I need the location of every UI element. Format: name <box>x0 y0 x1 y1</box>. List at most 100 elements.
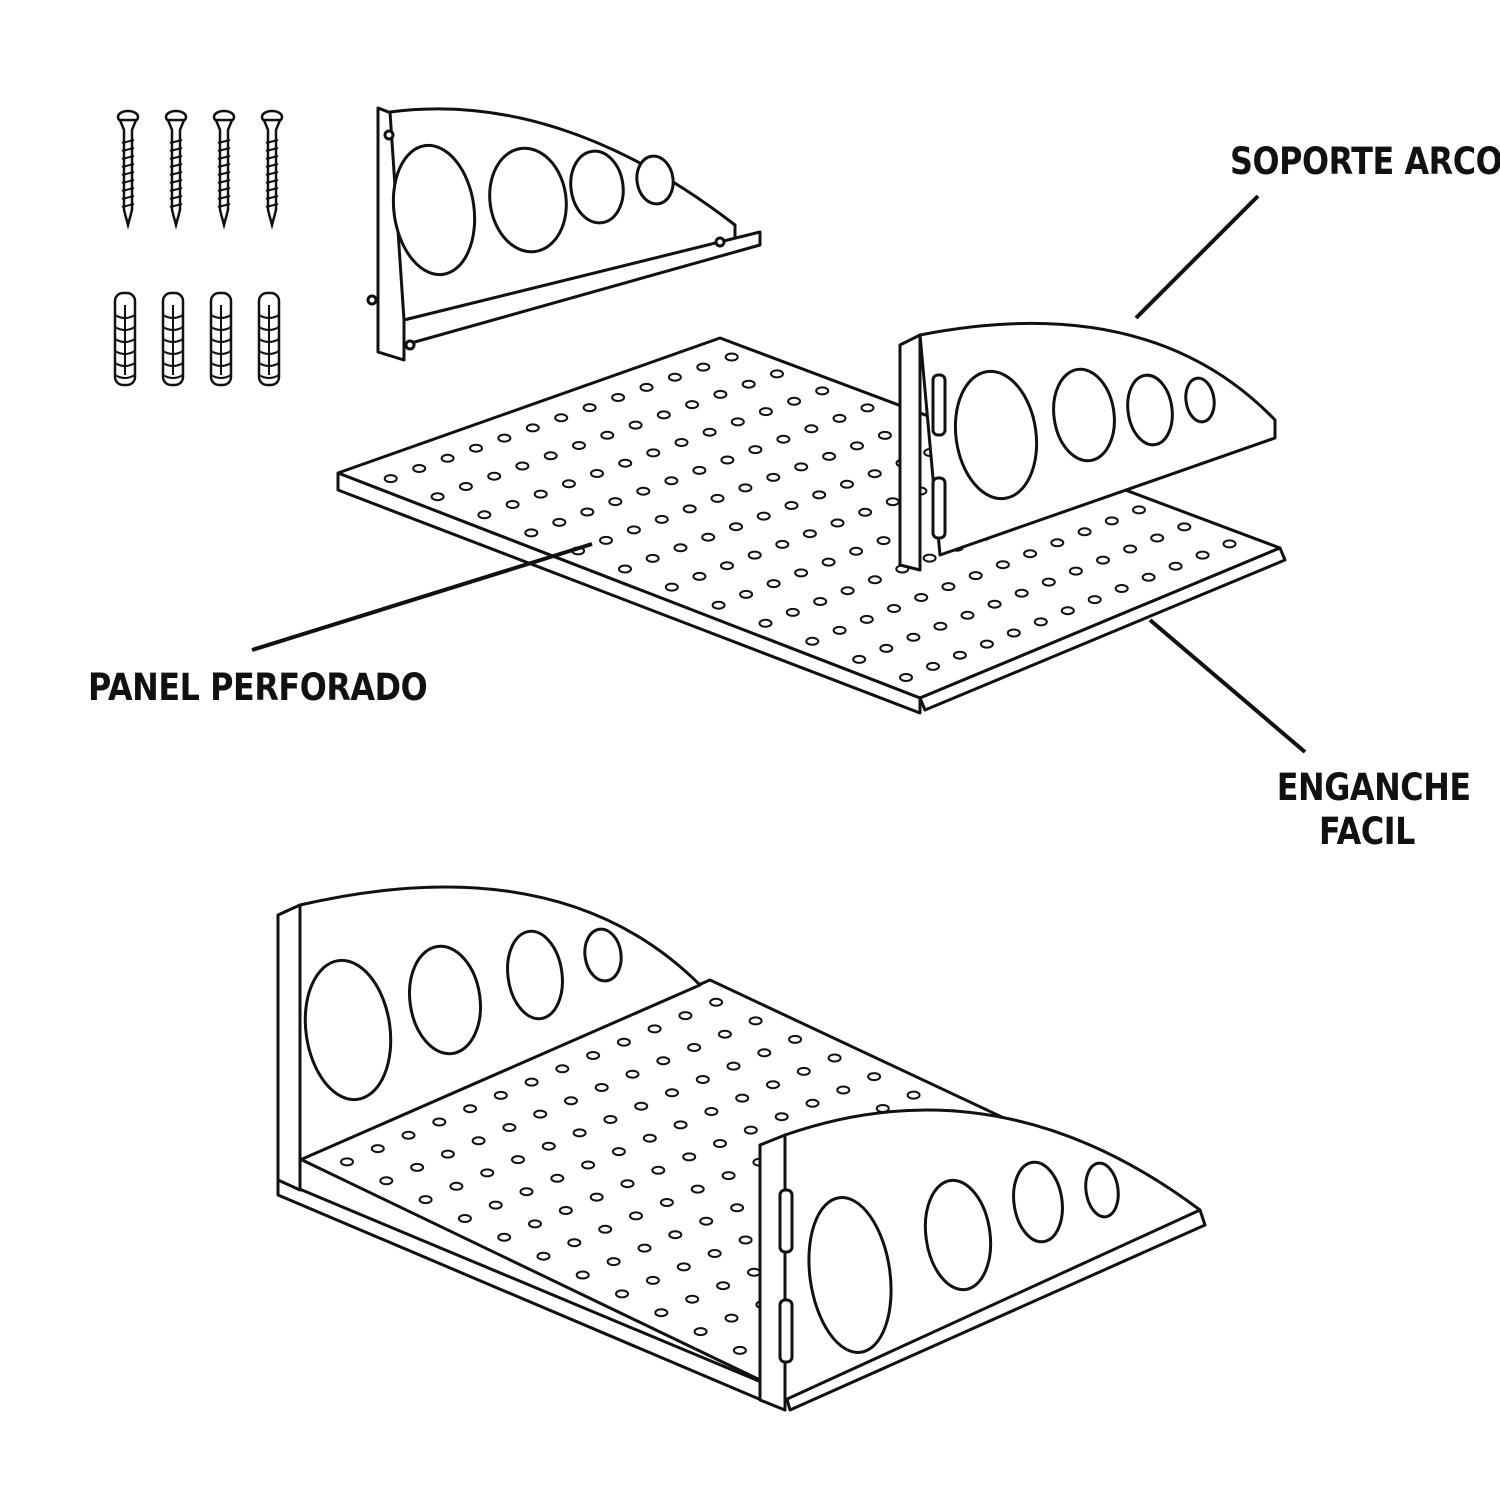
panel-hole <box>735 1093 750 1103</box>
panel-hole <box>567 1238 582 1248</box>
panel-hole <box>590 469 604 478</box>
panel-hole <box>589 1192 604 1202</box>
panel-hole <box>440 453 455 463</box>
panel-hole <box>515 461 530 471</box>
panel-hole <box>620 1179 635 1189</box>
panel-hole <box>647 1024 662 1034</box>
panel-hole <box>629 1211 643 1221</box>
panel-hole <box>1104 516 1119 526</box>
panel-hole <box>899 673 913 682</box>
panel-hole <box>849 546 864 556</box>
panel-hole <box>685 400 700 410</box>
panel-hole <box>668 1230 683 1240</box>
panel-hole <box>1060 606 1075 616</box>
panel-hole <box>654 514 669 524</box>
panel-hole <box>603 1115 618 1124</box>
arc-bracket-exploded <box>898 321 1277 572</box>
panel-hole <box>802 529 817 539</box>
wall-anchor-icon <box>209 291 233 387</box>
panel-hole <box>667 372 682 382</box>
panel-hole <box>581 1160 596 1170</box>
panel-hole <box>787 396 802 406</box>
wall-anchor-icon <box>113 291 137 387</box>
panel-hole <box>724 352 739 362</box>
panel-hole <box>618 458 633 468</box>
panel-hole <box>1023 549 1038 559</box>
panel-hole <box>665 1088 679 1098</box>
panel-hole <box>1087 595 1102 605</box>
panel-hole <box>794 568 809 578</box>
panel-hole <box>716 1281 731 1291</box>
panel-hole <box>995 560 1010 570</box>
panel-hole <box>941 582 956 592</box>
panel-hole <box>497 433 512 443</box>
panel-hole <box>477 510 492 520</box>
panel-hole <box>739 589 754 599</box>
panel-hole <box>580 507 595 517</box>
panel-hole <box>1141 572 1156 582</box>
panel-hole <box>598 1224 613 1234</box>
panel-hole <box>879 643 894 653</box>
panel-hole <box>952 650 967 660</box>
panel-hole <box>642 1133 657 1143</box>
panel-hole <box>656 410 671 420</box>
panel-hole <box>860 403 875 413</box>
panel-hole <box>487 471 502 481</box>
panel-hole <box>555 1064 570 1074</box>
panel-hole <box>606 1257 621 1267</box>
panel-hole <box>702 427 717 437</box>
panel-hole <box>673 1120 688 1130</box>
screw-icon <box>164 109 188 230</box>
wall-anchor-icon <box>257 291 281 387</box>
wall-anchors-group <box>113 291 281 387</box>
assembled-shelf <box>276 885 1207 1412</box>
panel-hole <box>692 571 707 581</box>
panel-hole <box>572 1128 587 1138</box>
panel-hole <box>637 1243 652 1253</box>
panel-hole <box>541 1141 556 1151</box>
panel-hole <box>410 1162 425 1172</box>
panel-hole <box>804 424 819 434</box>
panel-hole <box>533 1109 548 1119</box>
perforated-panel-exploded <box>336 336 1287 715</box>
leader-lines <box>251 194 1307 754</box>
panel-hole <box>1150 533 1165 543</box>
panel-hole <box>582 403 597 413</box>
panel-hole <box>1132 505 1146 515</box>
panel-hole <box>536 1251 551 1261</box>
panel-hole <box>693 1327 708 1337</box>
panel-hole <box>645 553 660 563</box>
panel-hole <box>743 1125 758 1135</box>
panel-hole <box>758 407 773 417</box>
panel-hole <box>747 550 762 560</box>
panel-hole <box>699 1216 714 1226</box>
panel-hole <box>692 465 707 475</box>
panel-hole <box>747 1267 761 1277</box>
panel-hole <box>678 1011 693 1021</box>
leader-panel <box>251 542 593 652</box>
panel-hole <box>732 1345 747 1355</box>
panel-hole <box>674 438 689 447</box>
panel-hole <box>639 382 654 392</box>
screw-icon <box>260 109 284 230</box>
panel-hole <box>432 1117 447 1127</box>
panel-hole <box>1168 561 1183 571</box>
panel-hole <box>430 492 445 502</box>
panel-hole <box>805 1098 820 1108</box>
panel-hole <box>766 1080 780 1090</box>
panel-hole <box>726 1061 741 1071</box>
panel-hole <box>721 1171 736 1181</box>
label-panel-perforado: PANEL PERFORADO <box>88 666 428 709</box>
panel-hole <box>401 1130 416 1140</box>
panel-hole <box>707 1249 722 1258</box>
panel-hole <box>832 625 847 635</box>
panel-hole <box>850 441 864 451</box>
panel-hole <box>1077 527 1092 537</box>
panel-hole <box>608 497 623 507</box>
panel-hole <box>926 661 940 671</box>
panel-hole <box>690 1184 705 1194</box>
panel-hole <box>572 441 586 450</box>
panel-hole <box>1041 577 1056 587</box>
panel-hole <box>758 618 773 628</box>
panel-hole <box>645 1275 660 1285</box>
